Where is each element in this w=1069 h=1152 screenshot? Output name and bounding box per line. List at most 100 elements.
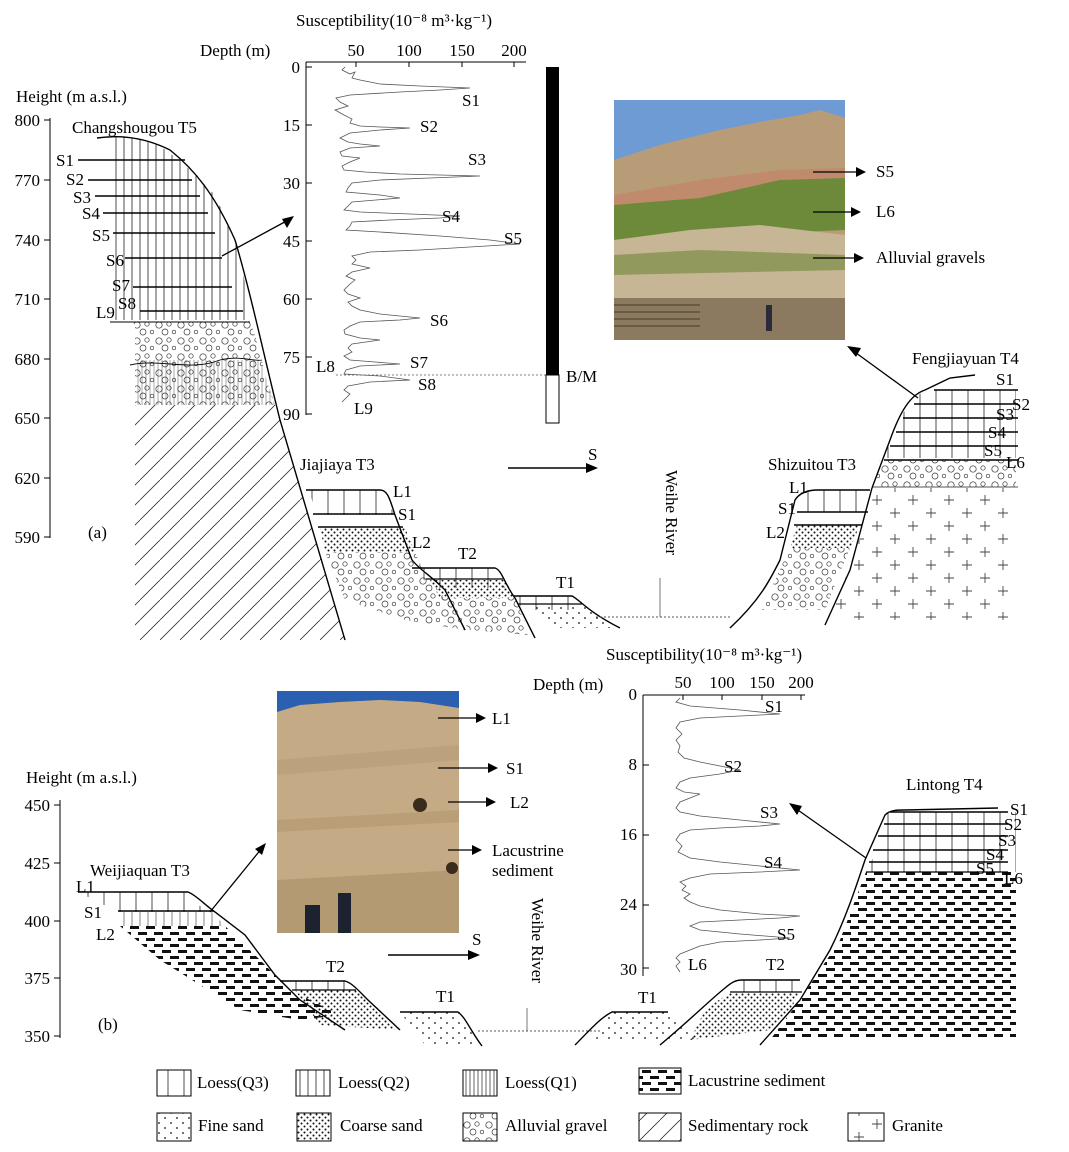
sus-b-depth-16: 16 [620, 825, 649, 844]
sus-b-depth-24-label: 24 [620, 895, 638, 914]
susceptibility-curve-b [675, 697, 801, 973]
shizuitou-coarse [790, 525, 860, 548]
lintong-loess [868, 812, 1016, 872]
tick-400: 400 [25, 912, 60, 931]
jiajiaya-section: Jiajiaya T3 L1 S1 L2 T2 T1 [300, 455, 730, 639]
changshougou-loess [97, 136, 250, 320]
curve-a-s8: S8 [418, 375, 436, 394]
wq-layer-l1: L1 [76, 877, 95, 896]
right-terraces-b: T1 T2 Lintong T4 S1 S2 S3 S4 S5 L6 [574, 775, 1028, 1046]
sus-b-depth-16-label: 16 [620, 825, 637, 844]
polarity-reversed-bar [545, 374, 560, 424]
shizuitou-title: Shizuitou T3 [768, 455, 856, 474]
legend-fine-sand: Fine sand [156, 1112, 264, 1142]
lintong-pointer [794, 807, 867, 859]
t1-left-label: T1 [436, 987, 455, 1006]
sus-b-depth-0-label: 0 [629, 685, 638, 704]
sus-a-depth-0-label: 0 [292, 58, 301, 77]
shizuitou-gravel [762, 548, 850, 610]
tick-650-label: 650 [15, 409, 41, 428]
sus-b-depth-title: Depth (m) [533, 675, 603, 694]
legend-granite: Granite [847, 1112, 943, 1142]
curve-b-s5: S5 [777, 925, 795, 944]
tick-710-label: 710 [15, 290, 41, 309]
sus-a-depth-60: 60 [283, 290, 312, 309]
jiajiaya-title: Jiajiaya T3 [300, 455, 375, 474]
sus-a-depth-60-label: 60 [283, 290, 300, 309]
lt-layer-s5: S5 [976, 859, 994, 878]
t1-right-sand [595, 1012, 700, 1040]
sus-b-depth-30-label: 30 [620, 960, 637, 979]
legend-loess-q3-label: Loess(Q3) [197, 1073, 269, 1092]
cs-layer-s5: S5 [92, 226, 110, 245]
panel-a-height-axis: Height (m a.s.l.) 800 770 740 710 680 65… [15, 87, 127, 547]
tick-800-label: 800 [15, 111, 41, 130]
sus-a-depth-title: Depth (m) [200, 41, 270, 60]
legend-loess-q2-label: Loess(Q2) [338, 1073, 410, 1092]
jiajiaya-coarse-sand [320, 528, 415, 552]
tick-425: 425 [25, 854, 60, 873]
photo-a-gravel: Alluvial gravels [876, 248, 985, 267]
fj-layer-l6: L6 [1006, 453, 1025, 472]
weijiaquan-title: Weijiaquan T3 [90, 861, 190, 880]
legend-fine-sand-label: Fine sand [198, 1116, 264, 1135]
tick-350-label: 350 [25, 1027, 51, 1046]
t2-coarse-a [430, 580, 515, 598]
changshougou-section: Changshougou T5 S1 S2 S3 S4 S5 S6 S7 S8 … [56, 118, 346, 641]
weijiaquan-loess [78, 892, 212, 912]
direction-a-label: S [588, 445, 597, 464]
fj-layer-s3: S3 [996, 405, 1014, 424]
photo-a-s5: S5 [876, 162, 894, 181]
sz-layer-l1: L1 [789, 478, 808, 497]
jiajiaya-gravel [325, 552, 465, 630]
photo-b-l1: L1 [492, 709, 511, 728]
cs-layer-s4: S4 [82, 204, 100, 223]
legend-lacustrine: Lacustrine sediment [638, 1067, 826, 1095]
curve-a-l8: L8 [316, 357, 335, 376]
t1-right-label: T1 [638, 988, 657, 1007]
susceptibility-plot-b: Susceptibility(10⁻⁸ m³·kg⁻¹) Depth (m) 5… [533, 645, 814, 979]
sus-b-xtick-50: 50 [675, 673, 692, 700]
t2-right-label: T2 [766, 955, 785, 974]
weihe-river-b: Weihe River [528, 898, 547, 983]
sus-a-depth-90-label: 90 [283, 405, 300, 424]
legend-loess-q3: Loess(Q3) [156, 1069, 269, 1097]
fj-layer-s4: S4 [988, 423, 1006, 442]
t2-left-coarse [295, 990, 400, 1030]
tick-770-label: 770 [15, 171, 41, 190]
legend-loess-q1-label: Loess(Q1) [505, 1073, 577, 1092]
lt-layer-s4: S4 [986, 845, 1004, 864]
wq-layer-l2: L2 [96, 925, 115, 944]
panel-b-height-title: Height (m a.s.l.) [26, 768, 137, 787]
photo-b-l2: L2 [510, 793, 529, 812]
weijiaquan-pointer [209, 847, 263, 913]
sus-a-xtick-50-label: 50 [348, 41, 365, 60]
fj-layer-s2: S2 [1012, 395, 1030, 414]
sus-a-xtick-200: 200 [501, 41, 527, 67]
lt-layer-s2: S2 [1004, 815, 1022, 834]
weihe-river-a: Weihe River [662, 470, 681, 555]
legend-loess-q2: Loess(Q2) [295, 1069, 410, 1097]
cs-layer-s8: S8 [118, 294, 136, 313]
panel-b-label: (b) [98, 1015, 118, 1034]
curve-b-s1: S1 [765, 697, 783, 716]
sz-layer-l2: L2 [766, 523, 785, 542]
sus-a-depth-30: 30 [283, 174, 312, 193]
panel-a-label: (a) [88, 523, 107, 542]
photo-weijiaquan: L1 S1 L2 Lacustrine sediment [277, 691, 564, 933]
changshougou-q1 [135, 360, 275, 405]
tick-620: 620 [15, 469, 50, 488]
direction-arrow-a: S [508, 445, 598, 473]
tick-800: 800 [15, 111, 50, 130]
curve-a-s2: S2 [420, 117, 438, 136]
fengjiayuan-gravel [875, 460, 1016, 487]
sus-a-xtick-50: 50 [348, 41, 365, 67]
changshougou-pointer [221, 217, 293, 257]
curve-b-l6: L6 [688, 955, 707, 974]
sus-a-depth-90: 90 [283, 405, 312, 424]
t2-label-a: T2 [458, 544, 477, 563]
t1-left-sand [400, 1012, 480, 1045]
t1-label-a: T1 [556, 573, 575, 592]
fj-layer-s1: S1 [996, 370, 1014, 389]
